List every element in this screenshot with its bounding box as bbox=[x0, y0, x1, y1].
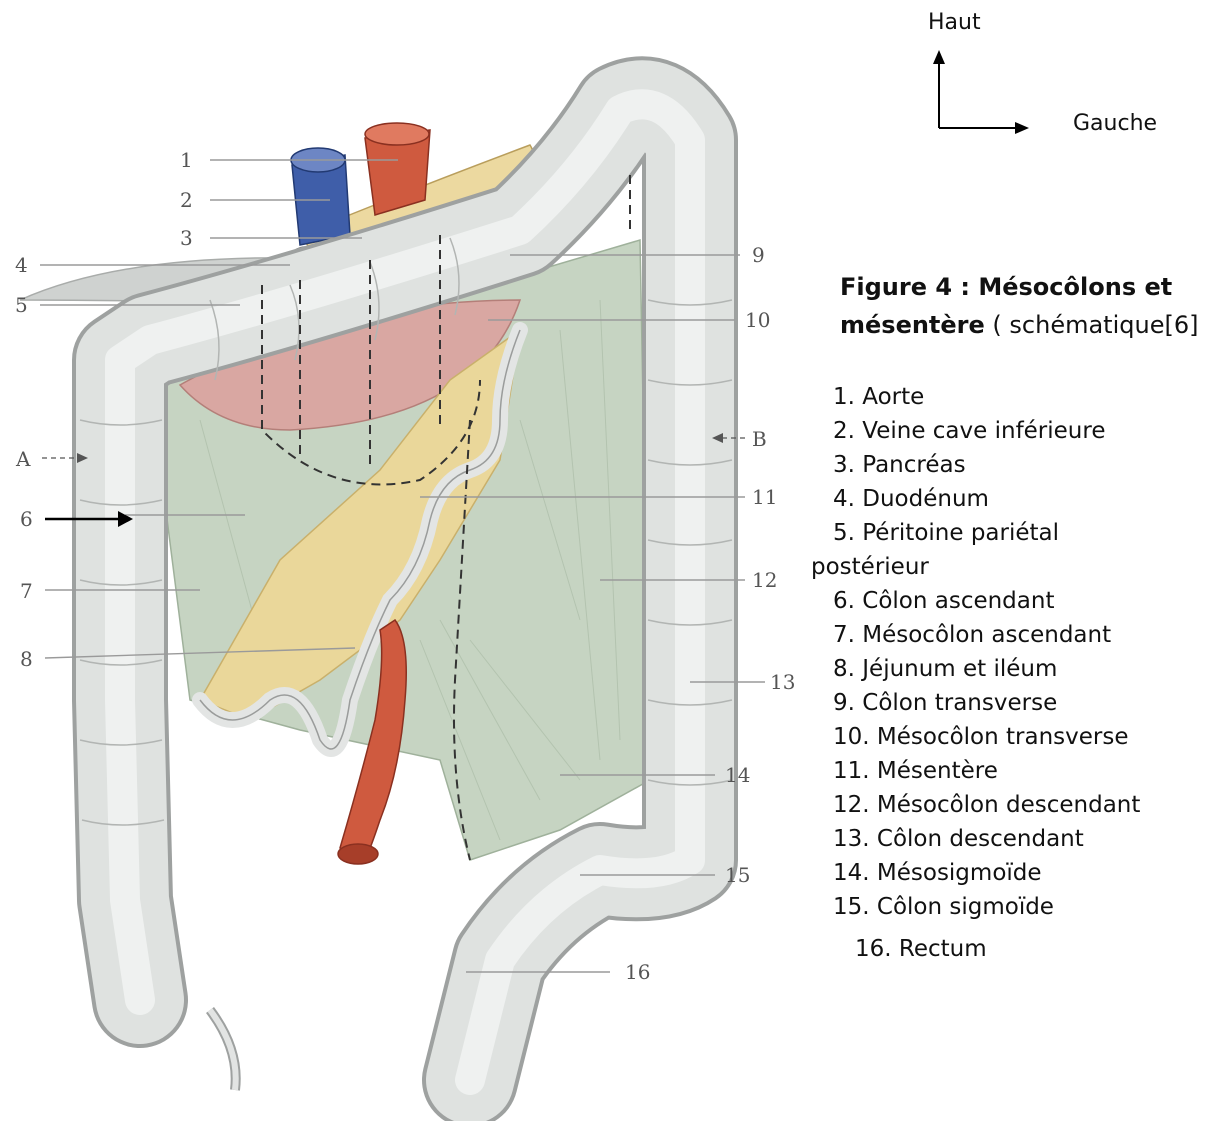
callout-10: 10 bbox=[745, 308, 770, 332]
compass-up-label: Haut bbox=[928, 10, 981, 35]
legend-item: 15. Côlon sigmoïde bbox=[833, 890, 1140, 924]
legend-item: 1. Aorte bbox=[833, 380, 1140, 414]
callout-15: 15 bbox=[725, 863, 750, 887]
side-label-b: B bbox=[752, 427, 767, 451]
legend-item: postérieur bbox=[811, 550, 1140, 584]
callout-3: 3 bbox=[180, 226, 193, 250]
callout-8: 8 bbox=[20, 647, 33, 671]
right-arrow-icon bbox=[1015, 122, 1029, 134]
figure-caption: Figure 4 : Mésocôlons et mésentère ( sch… bbox=[810, 268, 1229, 344]
callout-11: 11 bbox=[752, 485, 777, 509]
legend-item: 11. Mésentère bbox=[833, 754, 1140, 788]
legend-item: 2. Veine cave inférieure bbox=[833, 414, 1140, 448]
anatomy-illustration: A B 1 2 3 4 5 6 7 8 9 10 11 12 13 14 15 … bbox=[0, 0, 800, 1121]
callout-14: 14 bbox=[725, 763, 750, 787]
legend-item: 16. Rectum bbox=[855, 932, 1140, 966]
legend-item: 9. Côlon transverse bbox=[833, 686, 1140, 720]
legend-item: 3. Pancréas bbox=[833, 448, 1140, 482]
callout-12: 12 bbox=[752, 568, 777, 592]
legend-item: 5. Péritoine pariétal bbox=[833, 516, 1140, 550]
legend-item: 10. Mésocôlon transverse bbox=[833, 720, 1140, 754]
callout-6: 6 bbox=[20, 507, 33, 531]
callout-9: 9 bbox=[752, 243, 765, 267]
callout-5: 5 bbox=[15, 293, 28, 317]
callout-1: 1 bbox=[180, 148, 193, 172]
up-arrow-icon bbox=[933, 50, 945, 64]
side-label-a: A bbox=[15, 447, 31, 471]
callout-13: 13 bbox=[770, 670, 795, 694]
legend-item: 13. Côlon descendant bbox=[833, 822, 1140, 856]
legend-item: 4. Duodénum bbox=[833, 482, 1140, 516]
caption-source: ( schématique[6] bbox=[985, 311, 1199, 339]
orientation-compass bbox=[925, 40, 1035, 140]
legend-item: 6. Côlon ascendant bbox=[833, 584, 1140, 618]
callout-4: 4 bbox=[15, 253, 28, 277]
legend-item: 8. Jéjunum et iléum bbox=[833, 652, 1140, 686]
legend-item: 14. Mésosigmoïde bbox=[833, 856, 1140, 890]
legend-item: 7. Mésocôlon ascendant bbox=[833, 618, 1140, 652]
callout-7: 7 bbox=[20, 579, 33, 603]
callout-2: 2 bbox=[180, 188, 193, 212]
legend-item: 12. Mésocôlon descendant bbox=[833, 788, 1140, 822]
compass-right-label: Gauche bbox=[1073, 111, 1157, 136]
callout-16: 16 bbox=[625, 960, 650, 984]
